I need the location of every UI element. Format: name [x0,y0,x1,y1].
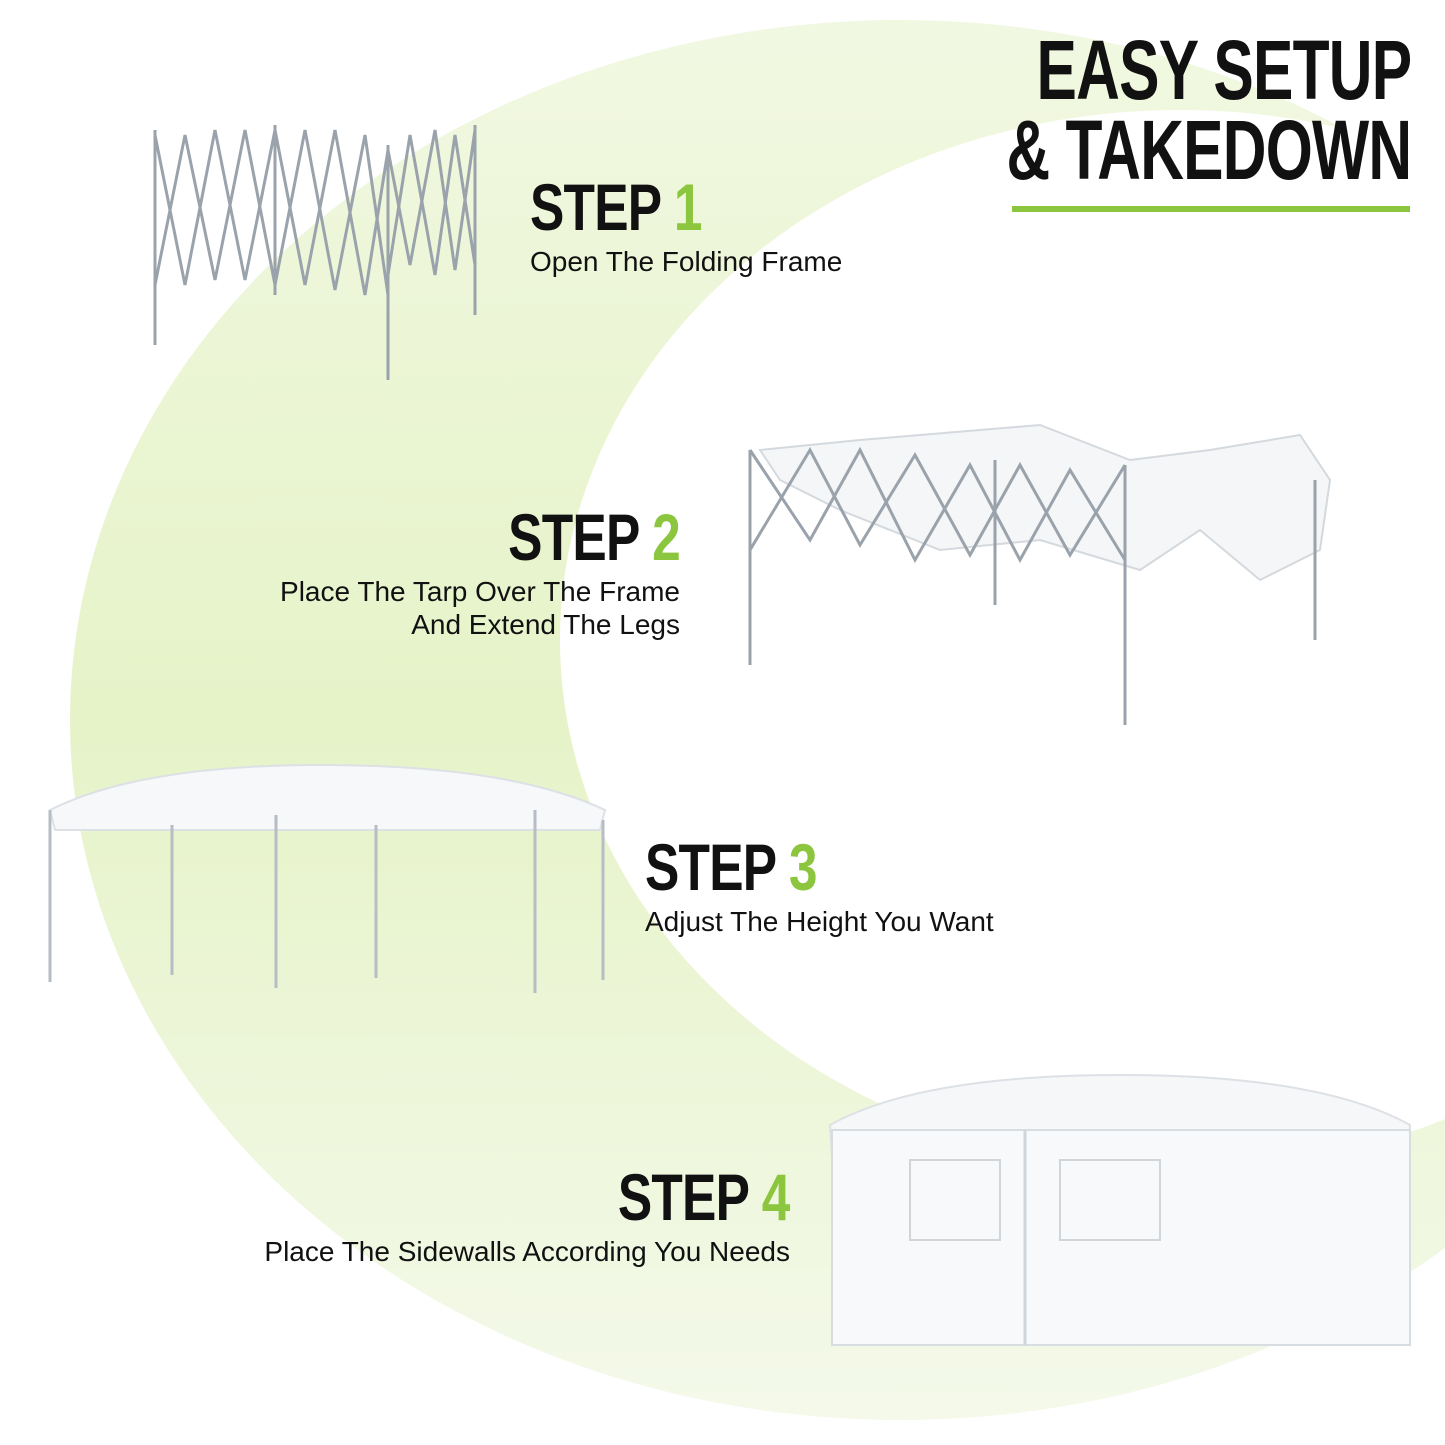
step-label: STEP [508,500,639,574]
step-3: STEP 3 Adjust The Height You Want [645,834,994,938]
step-1-description: Open The Folding Frame [530,246,843,277]
step-number: 4 [762,1160,791,1234]
step-1: STEP 1 Open The Folding Frame [530,174,843,278]
step-4: STEP 4 Place The Sidewalls According You… [264,1164,791,1268]
step-2-heading: STEP 2 [368,504,681,570]
step-3-description: Adjust The Height You Want [645,906,994,937]
step-number: 1 [673,170,703,244]
title-line-1: EASY SETUP [1036,23,1412,117]
title-line-2: & TAKEDOWN [1006,103,1412,197]
step-number: 3 [788,830,818,904]
page-title: EASY SETUP & TAKEDOWN [1006,23,1412,197]
folding-frame-image [153,125,477,380]
step-label: STEP [618,1160,749,1234]
canopy-tent-image [48,763,607,993]
step-label: STEP [645,830,776,904]
step-4-heading: STEP 4 [380,1164,791,1230]
title-underline [1012,206,1410,212]
frame-with-tarp-image [748,423,1332,725]
tent-with-sidewalls-image [828,1073,1412,1346]
description-line: Place The Tarp Over The Frame [280,576,680,607]
step-number: 2 [652,500,681,574]
step-3-heading: STEP 3 [645,834,917,900]
step-4-description: Place The Sidewalls According You Needs [264,1236,790,1267]
description-line: And Extend The Legs [411,609,680,640]
step-1-heading: STEP 1 [530,174,774,240]
step-label: STEP [530,170,661,244]
